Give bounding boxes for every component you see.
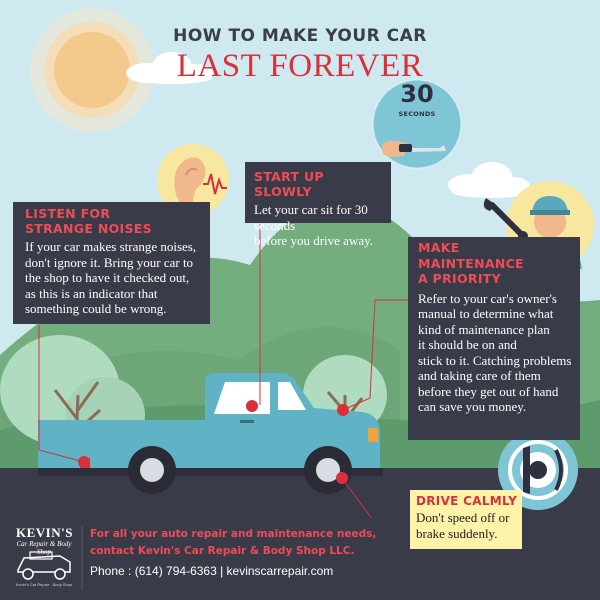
logo-tagline: Car Repair & Body Shop bbox=[16, 540, 72, 556]
tip-maintenance-heading: MAKE MAINTENANCE A PRIORITY bbox=[418, 240, 524, 286]
timer-unit: SECONDS bbox=[398, 110, 436, 118]
pointer-dot bbox=[246, 400, 258, 412]
title-line-2: LAST FOREVER bbox=[176, 48, 424, 84]
tip-drive-heading: DRIVE CALMLY bbox=[416, 494, 518, 508]
timer-number: 30 bbox=[400, 80, 434, 108]
footer-line-2: contact Kevin's Car Repair & Body Shop L… bbox=[90, 545, 355, 557]
tip-maintenance-body: Refer to your car's owner's manual to de… bbox=[418, 290, 572, 415]
cloud-icon bbox=[126, 52, 213, 84]
tip-maintenance-box: MAKE MAINTENANCE A PRIORITY Refer to you… bbox=[408, 237, 580, 440]
tip-drive-body: Don't speed off or brake suddenly. bbox=[416, 510, 510, 541]
logo-car-icon bbox=[17, 551, 71, 580]
pointer-dot bbox=[78, 456, 90, 468]
logo-name: KEVIN'S bbox=[16, 525, 73, 540]
sun-icon bbox=[30, 8, 154, 132]
tip-start-box: START UP SLOWLY Let your car sit for 30 … bbox=[245, 162, 391, 248]
footer-line-1: For all your auto repair and maintenance… bbox=[90, 528, 377, 540]
pointer-dot bbox=[337, 404, 349, 416]
pointer-dot bbox=[336, 472, 348, 484]
title-line-1: HOW TO MAKE YOUR CAR bbox=[173, 26, 427, 46]
cloud-icon bbox=[448, 162, 532, 198]
ear-icon bbox=[157, 144, 229, 216]
tip-listen-box: LISTEN FOR STRANGE NOISES If your car ma… bbox=[13, 202, 210, 324]
tip-start-heading: START UP SLOWLY bbox=[254, 169, 324, 199]
tip-listen-heading: LISTEN FOR STRANGE NOISES bbox=[25, 206, 152, 236]
footer-contact: Phone : (614) 794-6363 | kevinscarrepair… bbox=[90, 564, 334, 578]
tip-drive-box: DRIVE CALMLY Don't speed off or brake su… bbox=[410, 490, 522, 549]
logo-small-text: Kevin's Car Repair · Body Shop bbox=[15, 582, 73, 587]
stopwatch-key-icon bbox=[372, 79, 462, 169]
tip-listen-body: If your car makes strange noises, don't … bbox=[25, 239, 197, 316]
tip-start-body: Let your car sit for 30 seconds before y… bbox=[254, 202, 373, 248]
